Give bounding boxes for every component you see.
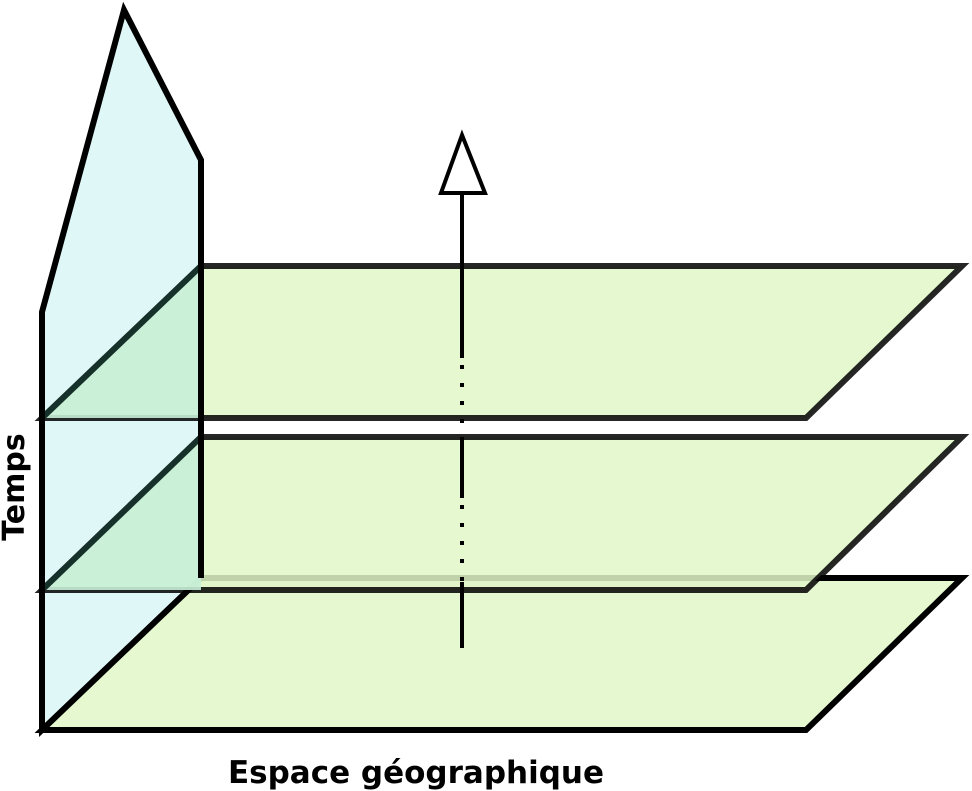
time-arrowhead bbox=[438, 129, 488, 195]
time-axis-label: Temps bbox=[0, 433, 32, 540]
middle-layer-edge bbox=[39, 434, 204, 593]
top-layer-edge bbox=[39, 263, 204, 421]
time-arrow bbox=[438, 129, 488, 648]
bottom-layer bbox=[34, 575, 970, 733]
space-axis-label: Espace géographique bbox=[228, 755, 604, 791]
